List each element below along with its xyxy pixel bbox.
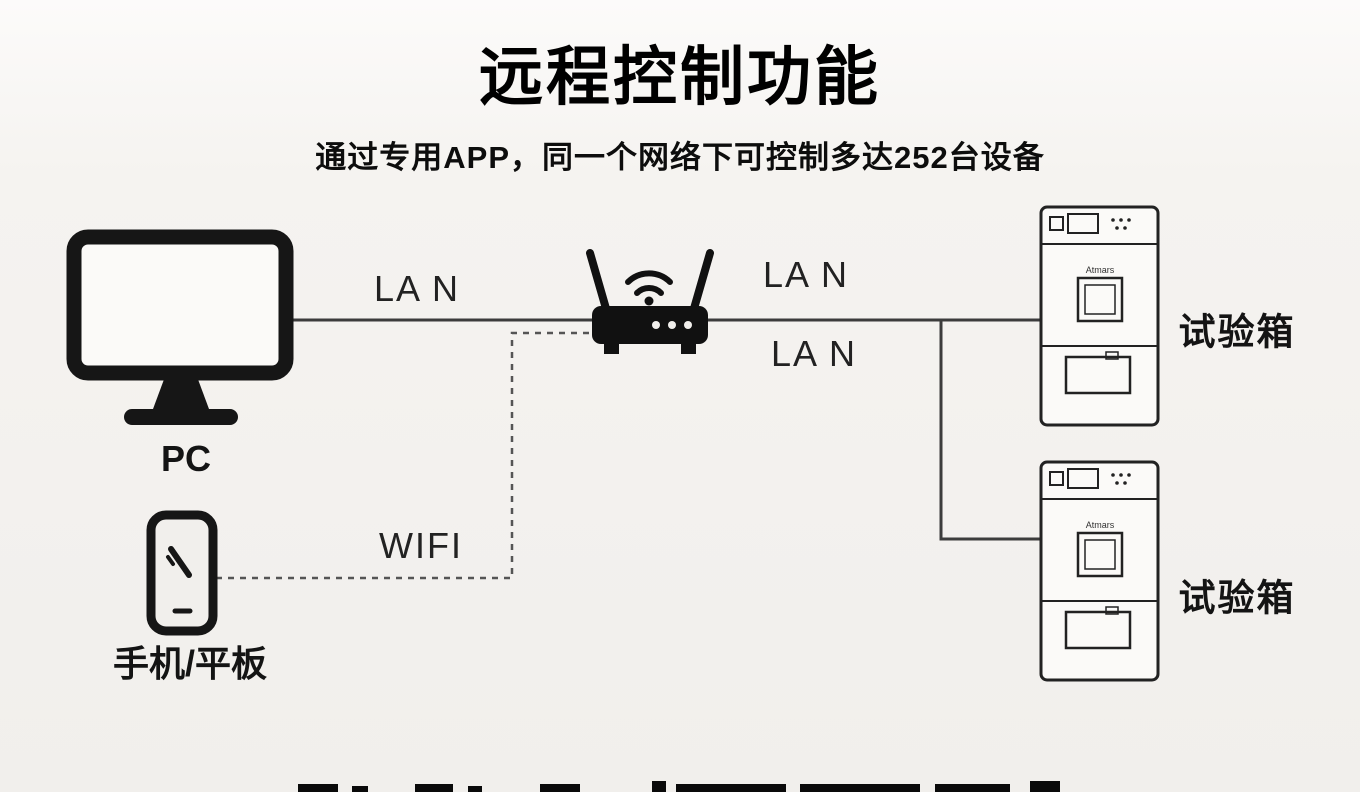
page-subtitle: 通过专用APP，同一个网络下可控制多达252台设备 [315, 140, 1045, 175]
wifi-router-icon [586, 249, 714, 354]
phone-tablet-label: 手机/平板 [112, 643, 268, 684]
lan-label-3: LA N [770, 333, 858, 374]
wifi-label: WIFI [379, 525, 463, 566]
test-chamber-icon-2: Atmars [1039, 460, 1160, 682]
page-title: 远程控制功能 [479, 41, 881, 113]
chamber-brand-text: Atmars [1086, 520, 1115, 530]
pc-monitor-icon [66, 229, 294, 425]
test-chamber-icon-1: Atmars [1039, 205, 1160, 427]
chamber-brand-text: Atmars [1086, 265, 1115, 275]
lan-label-1: LA N [373, 268, 461, 309]
smartphone-icon [146, 510, 218, 636]
lan-line-router-chamber2 [939, 320, 1041, 541]
wifi-dashed-line [216, 331, 592, 580]
lan-label-2: LA N [762, 254, 850, 295]
chamber-label-2: 试验箱 [1178, 577, 1296, 619]
pc-label: PC [160, 438, 212, 479]
chamber-label-1: 试验箱 [1178, 311, 1296, 353]
